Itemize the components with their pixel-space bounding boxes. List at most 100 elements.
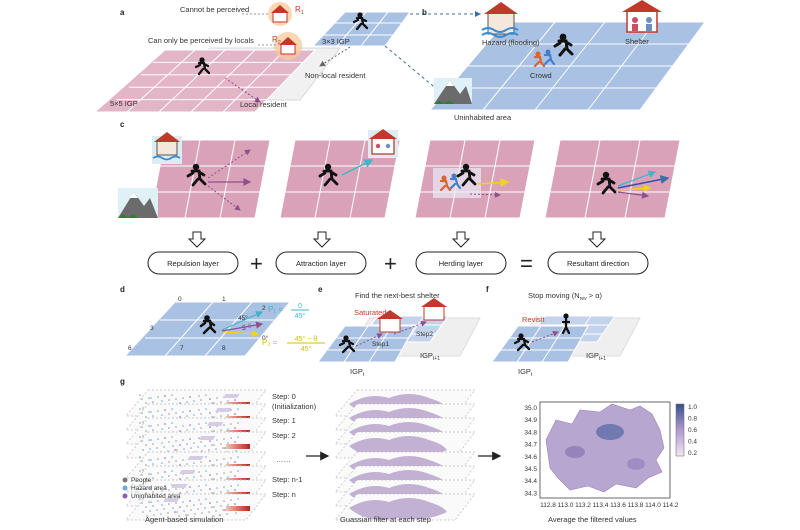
attraction-layer-label: Attraction layer [296,259,347,268]
crowd-icon [439,163,477,192]
shelter-icon [622,0,662,33]
panel-c: c [118,120,681,276]
plus-sign: + [250,251,263,276]
hazard-label: Hazard (flooding) [482,38,540,47]
r1-sub: 1 [301,10,304,16]
y-tick-label: 34.6 [524,454,537,461]
runner-icon [194,57,211,76]
colorbar-tick-label: 0.8 [688,416,697,423]
shelter-icon [377,310,403,333]
nonlocal-label: Non-local resident [305,71,366,80]
mountain-icon [434,78,472,104]
repulsion-layer-label: Repulsion layer [167,259,219,268]
x-tick-label: 113.4 [593,502,609,509]
panel-g: g Step: 0 (Initialization) Step: 1 Step:… [120,377,697,524]
grid-5x5 [93,49,317,113]
locals-only-label: Can only be perceived by locals [148,36,254,45]
caption-average: Average the filtered values [548,515,637,524]
crowd-label: Crowd [530,71,552,80]
node-6: 6 [128,345,132,352]
runner-icon [318,163,339,187]
y-tick-label: 34.9 [524,417,537,424]
x-tick-label: 112.8 [540,502,556,509]
y-tick-label: 35.0 [524,405,537,412]
crowd-icon [533,33,574,68]
legend-people-swatch [122,477,128,483]
resultant-direction-label: Resultant direction [567,259,629,268]
y-tick-label: 34.5 [524,466,537,473]
down-arrow-icon [451,231,471,248]
angle-0-label: 0° [262,334,269,342]
panel-label-f: f [486,285,489,294]
local-resident-label: Local resident [240,100,288,109]
igp-t-label: IGP [350,367,363,376]
y-tick-label: 34.8 [524,429,537,436]
svg-text:IGPt+1: IGPt+1 [420,351,440,362]
caption-agent-sim: Agent-based simulation [145,515,223,524]
p2-denominator: 45° [301,345,312,353]
step-label: …… [276,455,291,464]
heatmap-hotspot [627,458,645,470]
colorbar [675,403,685,457]
herding-layer-label: Herding layer [439,259,484,268]
y-tick-label: 34.7 [524,442,537,449]
svg-text:R2: R2 [272,35,281,46]
panel-f-title-sub: rev [580,296,587,302]
heatmap-hotspot [596,424,624,440]
down-arrow-icon [587,231,607,248]
house-icon [279,37,297,55]
x-tick-label: 114.2 [663,502,679,509]
x-tick-label: 113.0 [558,502,574,509]
heatmap-hotspot [565,446,585,458]
shelter-label: Shelter [625,37,649,46]
igp-t-sub: t [363,372,365,378]
down-arrow-icon [187,231,207,248]
simulation-stack [125,389,267,521]
panel-label-c: c [120,120,125,129]
standing-person-icon [561,313,571,335]
y-tick-label: 34.3 [524,490,537,497]
svg-text:IGPt+1: IGPt+1 [586,351,606,362]
panel-label-g: g [120,377,125,386]
step1-label: Step1 [372,341,389,348]
igp-t1-label: IGP [420,351,433,360]
runner-icon [199,315,217,335]
svg-text:R1: R1 [295,5,304,16]
panel-label-a: a [120,8,125,17]
shelter-icon [421,298,447,321]
igp-t-label: IGP [518,367,531,376]
attraction-layer-box: Attraction layer [275,251,367,275]
igp-t1-sub: t+1 [433,356,440,362]
igp-t1-label: IGP [586,351,599,360]
resultant-direction-box: Resultant direction [547,251,649,275]
filtered-stack [163,389,476,521]
igp3-label: 3×3 IGP [322,37,350,46]
colorbar-ticks: 1.00.80.60.40.2 [688,404,697,457]
runner-icon [513,333,531,352]
panel-label-d: d [120,285,125,294]
r1-label: R [295,5,301,14]
saturated-label: Saturated [354,308,387,317]
legend-uninhabited-label: Uninhabited area [131,493,181,500]
mountain-icon [118,188,158,218]
panel-b: b Hazard (flooding) Shelter [422,0,706,122]
runner-icon [186,163,207,187]
flooded-house-icon [481,2,519,38]
filtered-layer [163,493,476,521]
panel-a: a R1 R2 Cannot be perceived Can only be … [93,2,481,113]
panel-f-title: Stop moving (N [528,291,580,300]
legend-people-label: People [131,477,152,484]
plus-sign: + [384,251,397,276]
node-2: 2 [262,305,266,312]
svg-text:Stop moving (Nrev > α): Stop moving (Nrev > α) [528,291,603,302]
colorbar-tick-label: 0.2 [688,450,697,457]
grid-f-t [491,325,589,363]
step-label: Step: 0 [272,392,296,401]
node-7: 7 [180,345,184,352]
y-axis-ticks: 35.034.934.834.734.634.534.434.3 [524,405,537,497]
step-label: Step: 1 [272,416,296,425]
shelter-icon [368,129,398,158]
colorbar-tick-label: 1.0 [688,404,697,411]
